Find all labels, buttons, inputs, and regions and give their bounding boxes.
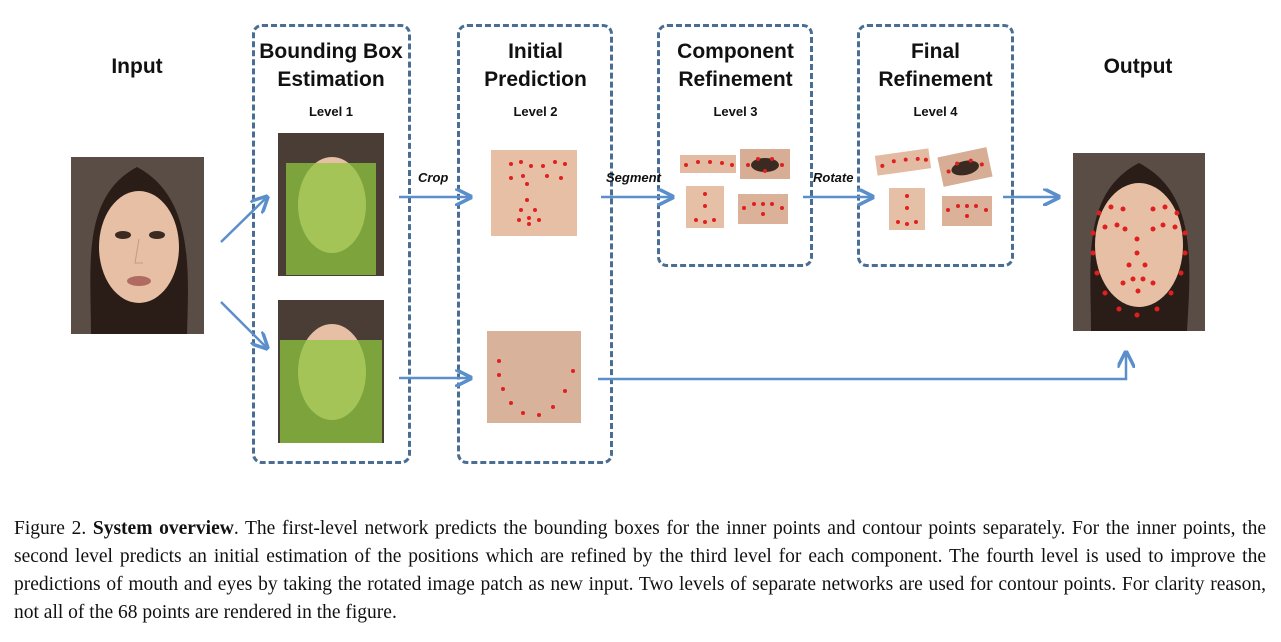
stage-box-level1 — [252, 24, 411, 464]
input-face-image — [71, 157, 204, 334]
final-brow-patch — [874, 148, 932, 176]
arrow-contour-to-output — [598, 354, 1126, 381]
bbox-inner-overlay — [286, 163, 376, 275]
caption-body: . The first-level network predicts the b… — [14, 518, 1266, 623]
stage-title-final-line2: Refinement — [878, 68, 993, 91]
component-eye-patch — [740, 149, 790, 179]
arrow-label-crop: Crop — [418, 170, 449, 185]
initial-contour-face-image — [487, 331, 581, 423]
initial-inner-face-image — [491, 150, 577, 236]
stage-title-component-line2: Refinement — [678, 68, 793, 91]
stage-title-final-line1: Final — [910, 40, 960, 63]
stage-box-level3 — [657, 24, 813, 267]
bbox-inner-face-image — [278, 133, 384, 276]
arrow-label-segment: Segment — [606, 170, 661, 185]
figure-caption: Figure 2. System overview. The first-lev… — [14, 515, 1266, 627]
arrow-input-to-bottom — [220, 301, 266, 347]
final-eye-patch — [937, 147, 993, 187]
stage-box-level4 — [857, 24, 1014, 267]
level-label-2: Level 2 — [513, 104, 558, 119]
arrow-input-to-top — [220, 198, 266, 243]
level-label-1: Level 1 — [308, 104, 354, 119]
stage-title-input: Input — [111, 55, 163, 78]
bbox-contour-face-image — [278, 300, 384, 443]
caption-prefix: Figure 2. — [14, 518, 87, 539]
final-mouth-patch — [942, 196, 992, 226]
stage-title-component: Component Refinement — [657, 38, 814, 94]
stage-title-component-line1: Component — [677, 40, 794, 63]
arrow-label-rotate: Rotate — [813, 170, 854, 185]
output-face-image — [1073, 153, 1205, 331]
bbox-contour-overlay — [280, 340, 382, 443]
stage-title-initial-line2: Prediction — [484, 68, 587, 91]
caption-bold-title: System overview — [92, 518, 234, 539]
stage-title-bbox: Bounding Box Estimation — [252, 38, 410, 94]
component-nose-patch — [686, 186, 724, 228]
stage-title-bbox-line2: Estimation — [277, 68, 385, 91]
stage-title-output: Output — [1103, 55, 1173, 78]
component-mouth-patch — [738, 194, 788, 224]
level-label-4: Level 4 — [913, 104, 958, 119]
stage-title-bbox-line1: Bounding Box — [259, 40, 403, 63]
stage-box-level2 — [457, 24, 613, 464]
stage-title-initial: Initial Prediction — [457, 38, 614, 94]
stage-title-final: Final Refinement — [857, 38, 1014, 94]
stage-title-initial-line1: Initial — [508, 40, 563, 63]
level-label-3: Level 3 — [713, 104, 758, 119]
component-brow-patch — [680, 155, 736, 173]
final-nose-patch — [889, 188, 925, 230]
